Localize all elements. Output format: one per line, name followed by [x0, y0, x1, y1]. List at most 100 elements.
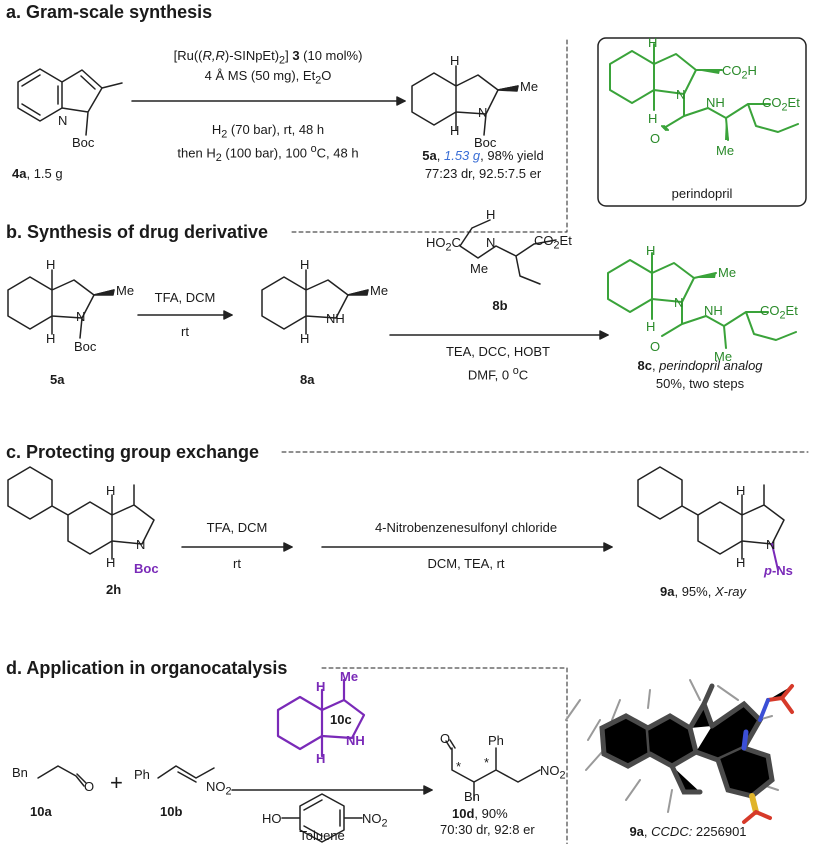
- perindopril-label: perindopril: [671, 186, 733, 201]
- atom-NH-8c: NH: [704, 303, 723, 318]
- b-step1-bottom: rt: [181, 324, 189, 339]
- a-reagent-line1: [Ru((R,R)-SINpEt)2] 3 (10 mol%): [173, 48, 363, 67]
- a-prod-sel: 77:23 dr, 92.5:7.5 er: [424, 166, 542, 181]
- section-b-title: b. Synthesis of drug derivative: [6, 222, 269, 242]
- b-prod-label: 8c, perindopril analog: [637, 358, 763, 373]
- atom-NO2-phenol: NO2: [362, 811, 388, 830]
- atom-Boc-4a: Boc: [72, 135, 95, 150]
- atom-H-5a-b-bot: H: [46, 331, 56, 346]
- b-step1-top: TFA, DCM: [154, 290, 216, 305]
- atom-H-10c-bot: H: [316, 751, 326, 766]
- b-step2-line1: TEA, DCC, HOBT: [445, 344, 551, 359]
- divider-b: [291, 219, 568, 233]
- atom-NO2-10d: NO2: [540, 763, 566, 782]
- a-reagent-line2: 4 Å MS (50 mg), Et2O: [204, 68, 332, 87]
- a-prod-label: 5a, 1.53 g, 98% yield: [422, 148, 544, 163]
- a-cond-line2: then H2 (100 bar), 100 oC, 48 h: [177, 143, 359, 164]
- divider-d: [321, 667, 568, 844]
- section-c-title: c. Protecting group exchange: [6, 442, 260, 462]
- c-sm-label: 2h: [106, 582, 122, 597]
- c-step1-top: TFA, DCM: [206, 520, 268, 535]
- b-sm-label: 5a: [50, 372, 65, 387]
- atom-NH-8a: NH: [326, 311, 345, 326]
- perindopril-box: [597, 37, 807, 207]
- catalyst-10c: [276, 678, 366, 758]
- atom-N-9a: N: [766, 537, 776, 552]
- atom-HO2C-8b: HO2C: [426, 235, 461, 254]
- octahydroindole-5a: [411, 65, 519, 136]
- c-prod-label: 9a, 95%, X-ray: [660, 584, 746, 599]
- section-d-title: d. Application in organocatalysis: [6, 658, 288, 678]
- atom-O-10a: O: [84, 779, 95, 794]
- atom-Me-8b: Me: [470, 261, 489, 276]
- atom-H-8a-top: H: [300, 257, 310, 272]
- atom-Boc-5a: Boc: [474, 135, 497, 150]
- star-2: *: [484, 755, 490, 770]
- d-xray-label: 9a, CCDC: 2256901: [629, 824, 747, 839]
- atom-N-5a-b: N: [76, 309, 86, 324]
- atom-CO2H-perindopril: CO2H: [722, 63, 757, 82]
- atom-Ph-10d: Ph: [488, 733, 504, 748]
- atom-H-8b: H: [486, 207, 496, 222]
- atom-CO2Et-8c: CO2Et: [760, 303, 798, 322]
- atom-Me-5a-b: Me: [116, 283, 135, 298]
- atom-CO2Et-8b: CO2Et: [534, 233, 572, 252]
- d-prod-sel: 70:30 dr, 92:8 er: [440, 822, 535, 837]
- perindopril-analog-8c: [607, 252, 797, 349]
- b-step2-line2: DMF, 0 oC: [467, 365, 529, 383]
- atom-H-8c-bot: H: [646, 319, 656, 334]
- atom-N-8b: N: [486, 235, 496, 250]
- atom-H-perindopril-bot: H: [648, 111, 658, 126]
- atom-H-8c-top: H: [646, 243, 656, 258]
- plus-sign: +: [110, 770, 123, 795]
- b-int-label: 8a: [300, 372, 315, 387]
- atom-H-9a-top: H: [736, 483, 746, 498]
- atom-Bn-10a: Bn: [12, 765, 28, 780]
- atom-NO2-10b: NO2: [206, 779, 232, 798]
- d-prod-label: 10d, 90%: [452, 806, 508, 821]
- atom-N-2h: N: [136, 537, 146, 552]
- atom-H-5a-bot: H: [450, 123, 460, 138]
- b-reagent-label: 8b: [492, 298, 508, 313]
- section-a-title: a. Gram-scale synthesis: [6, 2, 213, 22]
- atom-N-8c: N: [674, 295, 684, 310]
- atom-H-9a-bot: H: [736, 555, 746, 570]
- d-solvent: Toluene: [299, 828, 345, 843]
- atom-pNs-9a: p-Ns: [764, 563, 793, 578]
- atom-HO-phenol: HO: [262, 811, 282, 826]
- star-1: *: [456, 759, 462, 774]
- atom-Boc-5a-b: Boc: [74, 339, 97, 354]
- atom-NH-10c: NH: [346, 733, 365, 748]
- c-step2-top: 4-Nitrobenzenesulfonyl chloride: [374, 520, 558, 535]
- nitrophenol: [281, 793, 363, 843]
- atom-N-perindopril: N: [676, 87, 686, 102]
- c-step2-bottom: DCM, TEA, rt: [427, 556, 505, 571]
- atom-CO2Et-perindopril: CO2Et: [762, 95, 800, 114]
- aldehyde-10a: [37, 765, 85, 787]
- atom-H-8a-bot: H: [300, 331, 310, 346]
- atom-Me-8c-2: Me: [714, 349, 733, 364]
- atom-Me-8c: Me: [718, 265, 737, 280]
- cyclohexyl-indoline-9a: [637, 466, 785, 560]
- atom-H-2h-top: H: [106, 483, 116, 498]
- xray-structure: [565, 679, 794, 824]
- indole-4a: [17, 68, 123, 136]
- octahydroindole-8a: [261, 269, 369, 335]
- atom-NH-perindopril: NH: [706, 95, 725, 110]
- atom-O-perindopril: O: [650, 131, 661, 146]
- atom-N-5a: N: [478, 105, 488, 120]
- atom-Ph-10b: Ph: [134, 767, 150, 782]
- dipeptide-8b: [459, 219, 557, 285]
- atom-Me-10c: Me: [340, 669, 359, 684]
- atom-Bn-10d: Bn: [464, 789, 480, 804]
- a-cond-line1: H2 (70 bar), rt, 48 h: [211, 122, 325, 141]
- nitrostyrene-10b: [157, 765, 215, 779]
- c-step1-bottom: rt: [233, 556, 241, 571]
- product-10d: [451, 747, 541, 801]
- atom-Me-5a: Me: [520, 79, 539, 94]
- cyclohexyl-indoline-2h: [7, 466, 155, 560]
- atom-H-5a-b-top: H: [46, 257, 56, 272]
- perindopril-structure: [609, 43, 799, 141]
- atom-H-perindopril-top: H: [648, 35, 658, 50]
